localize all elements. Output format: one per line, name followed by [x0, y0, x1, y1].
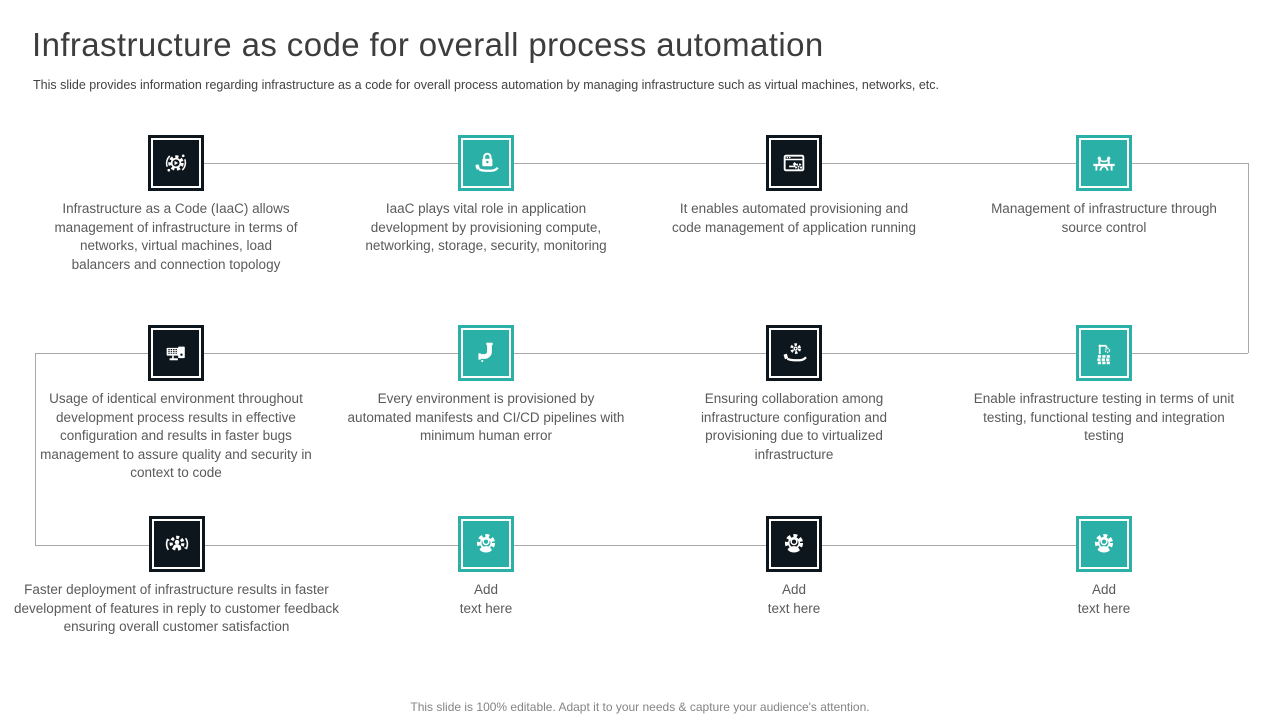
process-card: Usage of identical environment throughou… [26, 325, 326, 483]
process-card: Infrastructure as a Code (IaaC) allows m… [52, 135, 300, 274]
card-text: Faster deployment of infrastructure resu… [14, 582, 339, 634]
window-gear-icon [766, 135, 822, 191]
connector-line [1248, 163, 1249, 353]
card-text: It enables automated provisioning and co… [672, 201, 916, 235]
servers-icon [148, 325, 204, 381]
add-text-placeholder[interactable]: Add text here [1077, 582, 1131, 616]
hand-gear-icon [766, 325, 822, 381]
card-text: Management of infrastructure through sou… [991, 201, 1217, 235]
card-text: Enable infrastructure testing in terms o… [973, 391, 1235, 443]
bridge-icon [1076, 135, 1132, 191]
process-card: Every environment is provisioned by auto… [346, 325, 626, 446]
hand-lock-icon [458, 135, 514, 191]
process-card: Ensuring collaboration among infrastruct… [669, 325, 919, 464]
card-text: Every environment is provisioned by auto… [347, 391, 625, 443]
process-card: Faster deployment of infrastructure resu… [4, 516, 349, 637]
pipeline-icon [458, 325, 514, 381]
process-card: Add text here [1024, 516, 1184, 618]
page-title: Infrastructure as code for overall proce… [32, 26, 824, 63]
process-card: Add text here [714, 516, 874, 618]
crane-wall-icon [1076, 325, 1132, 381]
gear-person-icon [766, 516, 822, 572]
process-card: Add text here [406, 516, 566, 618]
process-card: Enable infrastructure testing in terms o… [969, 325, 1239, 446]
card-text: Infrastructure as a Code (IaaC) allows m… [54, 201, 298, 272]
card-text: Usage of identical environment throughou… [40, 391, 312, 480]
add-text-placeholder[interactable]: Add text here [767, 582, 821, 616]
card-text: Ensuring collaboration among infrastruct… [700, 391, 888, 462]
process-card: Management of infrastructure through sou… [984, 135, 1224, 237]
connector-line [35, 353, 36, 545]
connector-line [35, 353, 1248, 354]
deployment-gear-icon [148, 516, 205, 572]
process-card: It enables automated provisioning and co… [669, 135, 919, 237]
slide-subtitle: This slide provides information regardin… [33, 78, 939, 92]
automation-gear-icon [148, 135, 204, 191]
gear-person-icon [458, 516, 514, 572]
add-text-placeholder[interactable]: Add text here [459, 582, 513, 616]
connector-line [176, 163, 1248, 164]
gear-person-icon [1076, 516, 1132, 572]
process-card: IaaC plays vital role in application dev… [351, 135, 621, 256]
connector-line [35, 545, 1104, 546]
slide-footer-note: This slide is 100% editable. Adapt it to… [410, 700, 870, 714]
card-text: IaaC plays vital role in application dev… [365, 201, 607, 253]
